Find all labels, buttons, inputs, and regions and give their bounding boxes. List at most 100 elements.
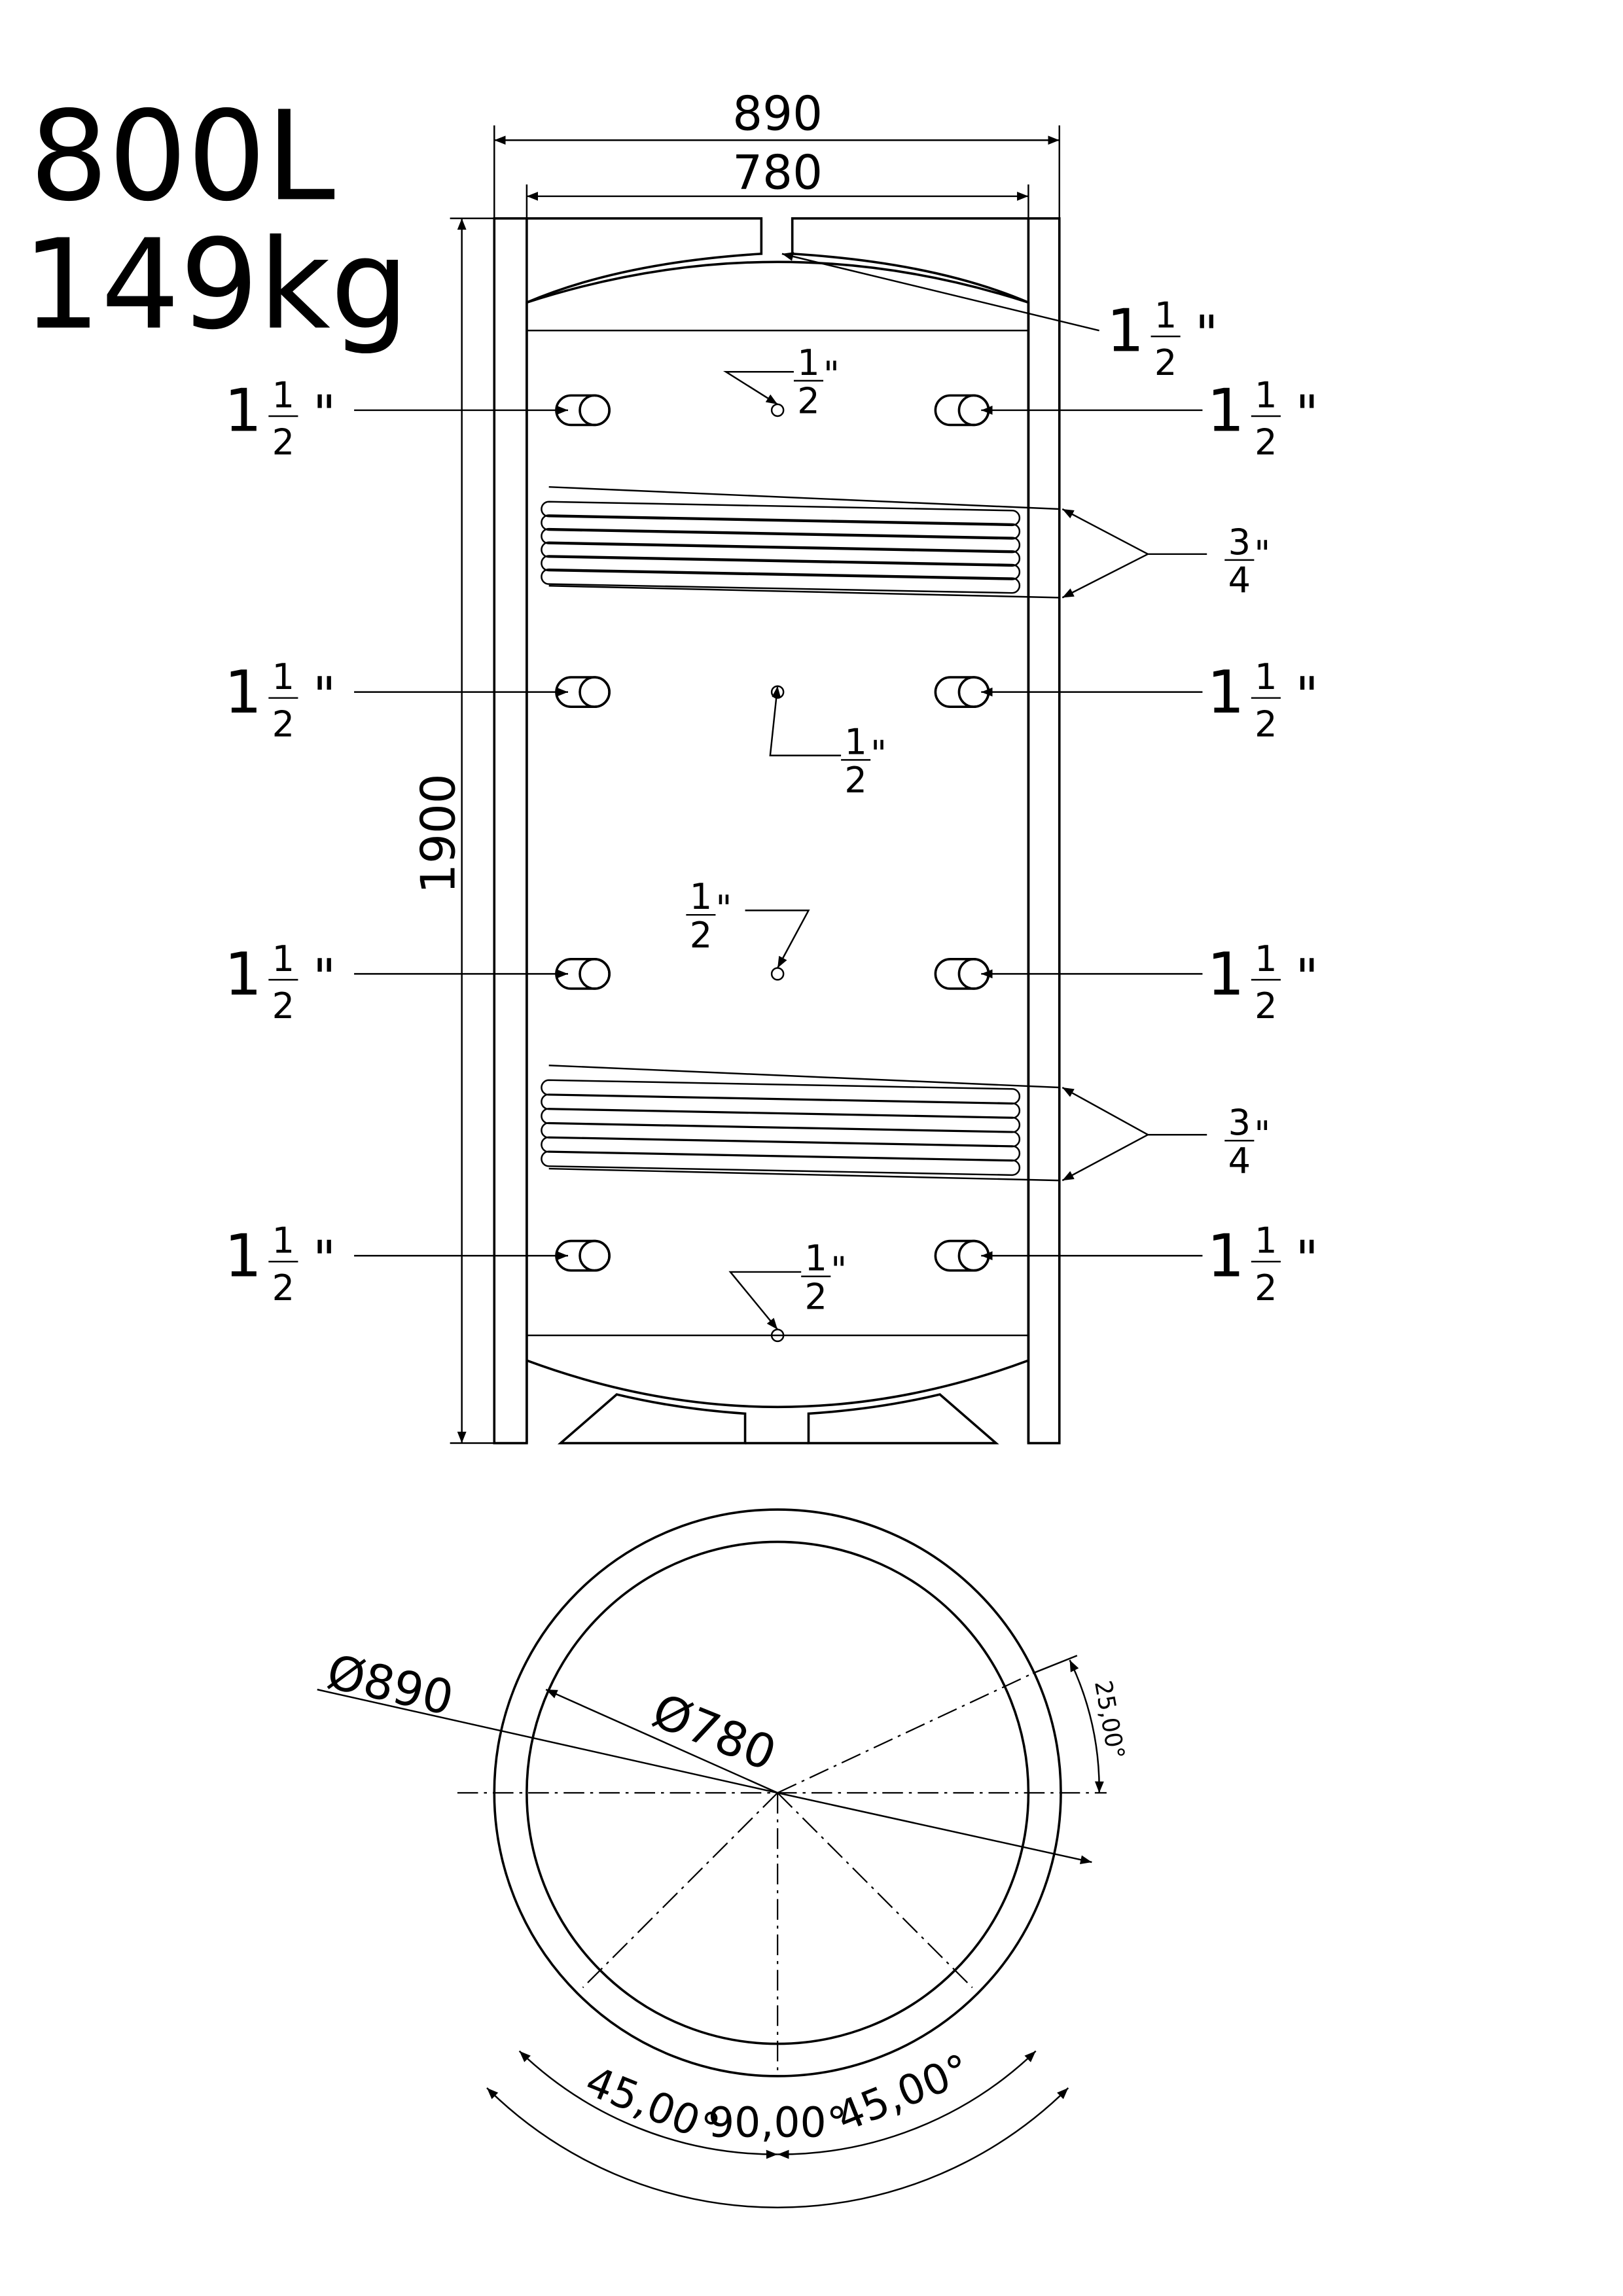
fitting-size-denominator: 2 <box>272 1267 294 1309</box>
heat-exchanger-coil <box>541 541 1021 567</box>
sensor-size-denominator: 2 <box>844 760 866 801</box>
fitting-size-whole: 1 <box>224 1222 262 1291</box>
inch-mark: " <box>870 733 887 774</box>
leader-line <box>1061 1134 1149 1182</box>
inner-width-label: 780 <box>732 146 823 201</box>
fitting-size-denominator: 2 <box>272 422 294 463</box>
heat-exchanger-coil <box>541 514 1021 540</box>
heat-exchanger-coil <box>541 527 1021 554</box>
angle-45-right-label: 45,00° <box>830 2044 977 2141</box>
leader-line <box>722 371 794 405</box>
cross-section: Ø890 Ø780 25,00° 45,00° 45,00° 90,00° <box>317 1508 1130 2208</box>
fitting-size-whole: 1 <box>224 940 262 1009</box>
coil-size-numerator: 3 <box>1228 521 1251 563</box>
heat-exchanger-coil <box>541 1108 1021 1133</box>
inch-mark: " <box>830 1250 847 1291</box>
leader-line <box>769 686 842 756</box>
coil-size-denominator: 4 <box>1228 1140 1251 1182</box>
fitting-size-denominator: 2 <box>1255 1267 1277 1309</box>
tank-volume: 800L <box>29 84 335 228</box>
fitting-size-whole: 1 <box>1107 297 1144 366</box>
sensor-size-numerator: 1 <box>690 876 712 917</box>
dimension-inner-width: 780 <box>526 146 1029 219</box>
inch-mark: " <box>313 949 336 1007</box>
fitting-size-whole: 1 <box>1207 940 1244 1009</box>
coil-outlet <box>548 585 1060 599</box>
pipe-end <box>579 958 611 990</box>
inch-mark: " <box>1295 385 1318 443</box>
inch-mark: " <box>1295 1231 1318 1289</box>
sensor-size-denominator: 2 <box>690 915 712 956</box>
sensor-size-numerator: 1 <box>844 721 866 762</box>
inch-mark: " <box>1295 949 1318 1007</box>
sensor-port <box>770 967 785 981</box>
heat-exchanger-coil <box>541 1122 1021 1148</box>
fitting-size-denominator: 2 <box>272 703 294 745</box>
fitting-size-denominator: 2 <box>1255 422 1277 463</box>
leader-line <box>745 910 810 968</box>
leader-line <box>1061 1086 1149 1136</box>
heat-exchanger-coil <box>541 1079 1021 1105</box>
sensor-size-numerator: 1 <box>797 342 819 383</box>
sensor-size-denominator: 2 <box>797 380 819 421</box>
pipe-end <box>579 676 611 709</box>
fitting-size-denominator: 2 <box>272 985 294 1027</box>
fitting-size-numerator: 1 <box>1255 938 1277 980</box>
pipe-end <box>579 1239 611 1272</box>
leader-line <box>781 252 1099 332</box>
coil-size-numerator: 3 <box>1228 1102 1251 1143</box>
inch-mark: " <box>313 1231 336 1289</box>
dimension-height: 1900 <box>411 217 495 1444</box>
fitting-size-numerator: 1 <box>272 1220 294 1262</box>
fitting-size-denominator: 2 <box>1255 985 1277 1027</box>
fitting-size-whole: 1 <box>1207 658 1244 727</box>
heat-exchanger-coil <box>541 1136 1021 1162</box>
sensor-size-numerator: 1 <box>805 1238 827 1279</box>
coil-inlet <box>548 486 1060 510</box>
heat-exchanger-coil <box>541 501 1021 527</box>
outer-width-label: 890 <box>732 86 823 141</box>
fitting-size-whole: 1 <box>224 658 262 727</box>
fitting-size-whole: 1 <box>1207 376 1244 445</box>
heat-exchanger-coil <box>541 1093 1021 1119</box>
inch-mark: " <box>823 354 840 395</box>
inch-mark: " <box>1254 533 1270 574</box>
inch-mark: " <box>313 667 336 725</box>
fitting-size-numerator: 1 <box>272 656 294 698</box>
inch-mark: " <box>1295 667 1318 725</box>
angle-90-label: 90,00° <box>708 2098 847 2146</box>
sensor-port <box>770 403 785 417</box>
inch-mark: " <box>1195 306 1218 364</box>
inch-mark: " <box>1254 1114 1270 1155</box>
tank-weight: 149kg <box>22 213 409 357</box>
fitting-size-denominator: 2 <box>1255 703 1277 745</box>
leader-line <box>728 1271 802 1330</box>
heat-exchanger-coil <box>541 1150 1021 1176</box>
pipe-end <box>579 394 611 427</box>
inch-mark: " <box>715 888 732 929</box>
inch-mark: " <box>313 385 336 443</box>
fitting-size-whole: 1 <box>224 376 262 445</box>
fitting-size-numerator: 1 <box>1255 374 1277 415</box>
fitting-size-denominator: 2 <box>1154 342 1177 383</box>
angle-25-label: 25,00° <box>1089 1678 1130 1761</box>
angle-45-left-label: 45,00° <box>579 2057 726 2153</box>
tank-section <box>493 217 1061 1445</box>
dimension-outer-width: 890 <box>493 86 1061 219</box>
coil-outlet <box>548 1167 1060 1182</box>
sensor-size-denominator: 2 <box>805 1276 827 1317</box>
leader-line <box>1061 508 1149 555</box>
fitting-size-numerator: 1 <box>272 938 294 980</box>
heat-exchanger-coil <box>541 568 1021 594</box>
fitting-size-numerator: 1 <box>1255 656 1277 698</box>
heat-exchanger-coil <box>541 555 1021 580</box>
fitting-size-numerator: 1 <box>1255 1220 1277 1262</box>
coil-size-denominator: 4 <box>1228 559 1251 601</box>
leader-line <box>1061 553 1149 599</box>
fitting-size-whole: 1 <box>1207 1222 1244 1291</box>
fitting-size-numerator: 1 <box>1154 295 1177 336</box>
coil-inlet <box>548 1064 1060 1089</box>
outer-diameter-label: Ø890 <box>322 1644 458 1727</box>
fitting-size-numerator: 1 <box>272 374 294 415</box>
